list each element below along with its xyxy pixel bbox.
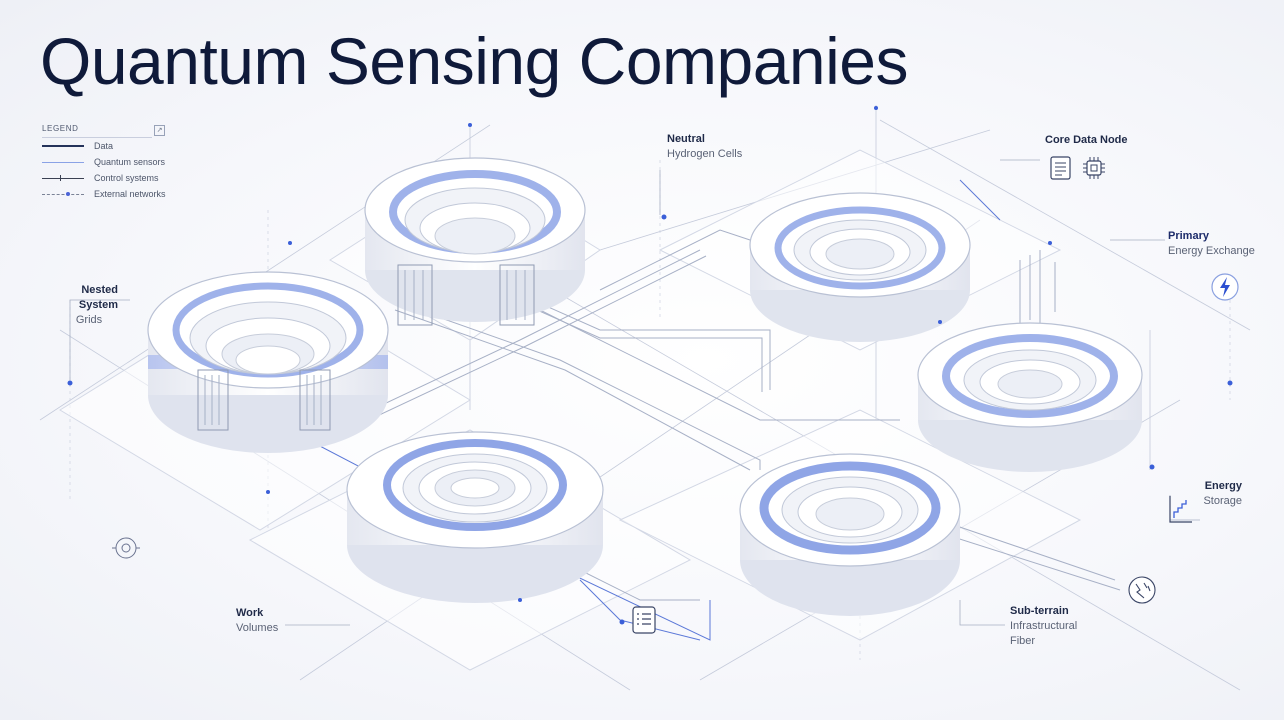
label-core-data-node: Core Data Node bbox=[1045, 133, 1128, 148]
label-subtitle: Storage bbox=[1203, 495, 1242, 507]
legend: LEGEND ↗ Data Quantum sensors Control sy… bbox=[42, 124, 166, 202]
label-title: Energy bbox=[1204, 480, 1242, 492]
label-title: Primary bbox=[1168, 230, 1209, 242]
target-icon bbox=[112, 537, 140, 559]
label-energy: Energy Storage bbox=[1190, 479, 1242, 509]
ring-sub-terrain bbox=[739, 453, 961, 616]
legend-label: External networks bbox=[94, 189, 166, 199]
label-subtitle: Energy Exchange bbox=[1168, 245, 1255, 257]
legend-swatch-control-systems bbox=[42, 174, 84, 181]
label-subtitle: Grids bbox=[75, 314, 103, 326]
legend-label: Data bbox=[94, 141, 114, 151]
label-title: Sub-terrain bbox=[1010, 605, 1069, 617]
legend-swatch-data bbox=[42, 145, 84, 147]
legend-label: Control systems bbox=[94, 173, 159, 183]
label-primary: Primary Energy Exchange bbox=[1168, 229, 1255, 259]
label-title: Neutral bbox=[667, 133, 705, 145]
ring-primary-exchange bbox=[917, 322, 1143, 472]
page-title: Quantum Sensing Companies bbox=[40, 24, 909, 98]
label-sub-terrain: Sub-terrain Infrastructural Fiber bbox=[1010, 604, 1077, 649]
storage-chart-icon bbox=[1169, 496, 1192, 523]
expand-icon[interactable]: ↗ bbox=[154, 125, 165, 136]
list-icon bbox=[632, 606, 656, 634]
legend-swatch-quantum-sensors bbox=[42, 161, 84, 163]
label-subtitle: Infrastructural bbox=[1010, 620, 1078, 632]
label-neutral: Neutral Hydrogen Cells bbox=[667, 132, 742, 162]
label-title: Nested System bbox=[78, 284, 118, 311]
document-icon bbox=[1050, 156, 1071, 180]
ring-neutral-cells bbox=[364, 157, 586, 326]
legend-item-data: Data bbox=[42, 138, 166, 154]
label-subtitle: Volumes bbox=[236, 622, 279, 634]
signal-icon bbox=[1128, 576, 1156, 604]
chip-icon bbox=[1083, 157, 1105, 179]
label-subtitle: Hydrogen Cells bbox=[667, 148, 743, 160]
legend-item-quantum-sensors: Quantum sensors bbox=[42, 154, 166, 170]
legend-label: Quantum sensors bbox=[94, 157, 166, 167]
legend-item-control-systems: Control systems bbox=[42, 170, 166, 186]
label-subtitle: Fiber bbox=[1010, 635, 1036, 647]
legend-swatch-external-networks bbox=[42, 191, 84, 196]
label-title: Work bbox=[236, 607, 264, 619]
label-title: Core Data Node bbox=[1045, 134, 1128, 146]
label-nested-system: Nested System Grids bbox=[40, 283, 118, 328]
legend-heading: LEGEND bbox=[42, 124, 152, 138]
legend-item-external-networks: External networks bbox=[42, 186, 166, 202]
lightning-icon bbox=[1211, 273, 1239, 301]
label-work: Work Volumes bbox=[236, 606, 278, 636]
ring-work-volumes bbox=[346, 431, 604, 603]
routing-pipes bbox=[349, 229, 1121, 601]
ring-core-data-node bbox=[749, 192, 971, 342]
node-dots bbox=[67, 106, 1233, 625]
ring-nested-system bbox=[147, 271, 389, 453]
